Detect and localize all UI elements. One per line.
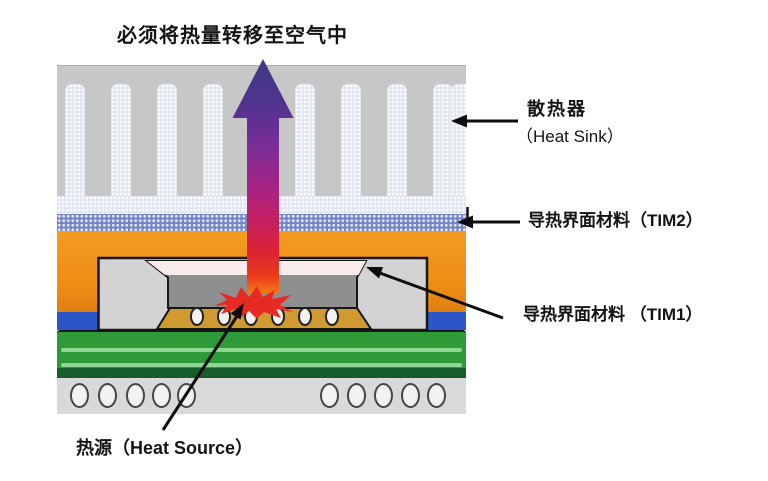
- heat-sink-fin: [111, 84, 131, 198]
- heat-sink-fin: [341, 84, 361, 198]
- sealant-left: [57, 312, 98, 330]
- pcb-trace-line: [61, 363, 462, 367]
- solder-ball: [126, 383, 145, 408]
- figure-caption: 必须将热量转移至空气中: [117, 25, 348, 47]
- heat-sink-label-cn: 散热器: [527, 99, 587, 119]
- heat-sink-label-en: （Heat Sink）: [516, 127, 624, 146]
- heat-sink-body: [57, 65, 466, 198]
- heat-source-label: 热源（Heat Source）: [76, 438, 254, 458]
- solder-ball: [70, 383, 89, 408]
- solder-ball: [320, 383, 339, 408]
- solder-ball: [427, 383, 446, 408]
- tim1-label: 导热界面材料 （TIM1）: [523, 305, 703, 324]
- heat-sink-fin: [295, 84, 315, 198]
- heat-sink-fin: [387, 84, 407, 198]
- sealant-right: [425, 312, 466, 330]
- solder-ball-row: [57, 378, 466, 414]
- tim2-layer: [57, 214, 466, 231]
- heat-sink-fin: [451, 84, 466, 198]
- solder-ball: [177, 383, 196, 408]
- heat-sink-base: [57, 196, 466, 214]
- heat-sink-fin: [203, 84, 223, 198]
- solder-ball: [152, 383, 171, 408]
- pcb-board: [57, 330, 466, 378]
- solder-ball: [374, 383, 393, 408]
- heat-sink-fin: [157, 84, 177, 198]
- solder-ball: [98, 383, 117, 408]
- solder-ball: [401, 383, 420, 408]
- heat-sink-fin: [65, 84, 85, 198]
- tim2-label: 导热界面材料（TIM2）: [528, 211, 703, 230]
- pcb-trace-line: [61, 348, 462, 352]
- heat-sink-fin: [249, 84, 269, 198]
- pcb-bottom-shade: [57, 368, 466, 378]
- heat-spreader-lid: [57, 231, 466, 330]
- heat-sink-fin: [433, 84, 453, 198]
- solder-ball: [347, 383, 366, 408]
